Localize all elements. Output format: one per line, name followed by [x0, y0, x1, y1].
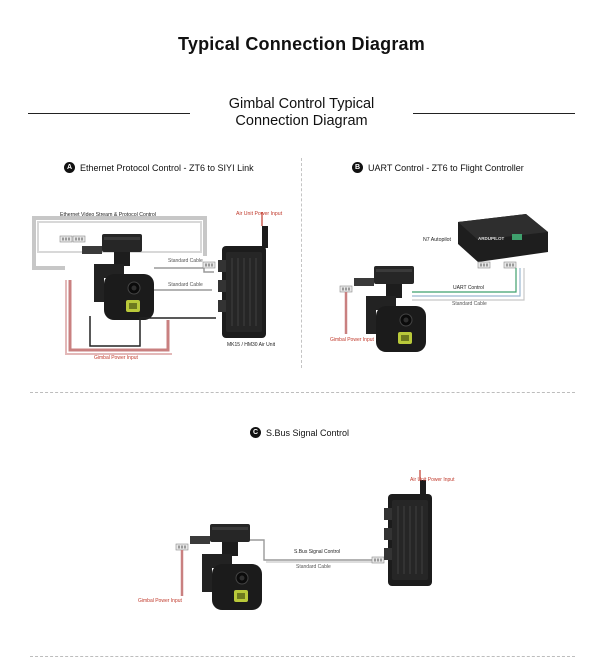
label-ethernet: Ethernet Video Stream & Protocol Control: [60, 212, 156, 218]
bottom-divider: [30, 656, 575, 657]
ethernet-cable-top: [34, 216, 207, 256]
label-gimbal-power-c: Gimbal Power Input: [138, 598, 183, 604]
uart-cable-gray: [412, 268, 525, 301]
panel-c-heading: C S.Bus Signal Control: [250, 427, 349, 438]
panel-c-heading-text: S.Bus Signal Control: [266, 427, 350, 438]
panel-b-heading-text: UART Control - ZT6 to Flight Controller: [368, 162, 524, 173]
section-rule-right: [413, 113, 575, 114]
gimbal-power-cable-a: [68, 280, 170, 352]
connector-plug: [371, 556, 385, 564]
panel-c-diagram: Air Unit Power Input S.Bus Signal Contro…: [138, 470, 455, 611]
label-standard-cable-a1: Standard Cable: [168, 258, 203, 264]
label-gimbal-power-a: Gimbal Power Input: [94, 355, 139, 361]
zt6-gimbal-c: [189, 523, 263, 611]
air-unit-c: [383, 493, 433, 587]
label-autopilot: N7 Autopilot: [423, 237, 452, 243]
section-title-line1: Gimbal Control Typical: [228, 96, 375, 112]
connector-plug: [339, 285, 353, 293]
connector-plug: [503, 261, 517, 269]
label-air-power-a: Air Unit Power Input: [236, 211, 283, 217]
panel-a-badge: A: [64, 162, 75, 173]
uart-cable-blue: [412, 268, 521, 297]
zt6-gimbal-a: [81, 233, 155, 321]
panel-a-diagram: Ethernet Video Stream & Protocol Control…: [32, 211, 283, 361]
connector-plug: [175, 543, 189, 551]
sbus-cable: [250, 539, 372, 561]
connector-plug: [202, 261, 216, 269]
air-unit-antenna: [262, 226, 268, 248]
connector-plug: [59, 235, 73, 243]
label-gimbal-power-b: Gimbal Power Input: [330, 337, 375, 343]
connector-plug: [72, 235, 86, 243]
section-rule-left: [28, 113, 190, 114]
label-standard-cable-a2: Standard Cable: [168, 282, 203, 288]
standard-cable-a1: [154, 267, 214, 273]
panel-b-badge: B: [352, 162, 363, 173]
page-title: Typical Connection Diagram: [178, 34, 425, 54]
gimbal-power-cable-a-inner: [65, 280, 172, 355]
panel-b-heading: B UART Control - ZT6 to Flight Controlle…: [352, 162, 524, 173]
panel-a-heading-text: Ethernet Protocol Control - ZT6 to SIYI …: [80, 162, 254, 173]
label-air-power-c: Air Unit Power Input: [410, 477, 455, 483]
label-uart: UART Control: [453, 285, 484, 291]
air-unit-antenna-c: [420, 480, 426, 496]
autopilot-brand: ARDUPILOT: [478, 236, 504, 241]
panel-divider-vertical: [301, 158, 302, 368]
panel-b-diagram: ARDUPILOT N7 Autopilot UART Control Stan…: [330, 214, 548, 353]
section-title-line2: Connection Diagram: [235, 113, 368, 129]
label-standard-cable-b: Standard Cable: [452, 301, 487, 307]
panel-c-badge: C: [250, 427, 261, 438]
label-air-unit: MK15 / HM30 Air Unit: [227, 342, 276, 348]
panel-divider-horizontal: [30, 392, 575, 393]
uart-cable-green: [412, 268, 517, 293]
label-standard-cable-c: Standard Cable: [296, 564, 331, 570]
panel-a-heading: A Ethernet Protocol Control - ZT6 to SIY…: [64, 162, 254, 173]
label-sbus: S.Bus Signal Control: [294, 549, 340, 555]
connector-plug: [477, 261, 491, 269]
n7-autopilot: ARDUPILOT: [458, 214, 548, 262]
black-cable-a: [89, 316, 216, 347]
section-title: Gimbal Control Typical Connection Diagra…: [0, 96, 603, 130]
mk15-air-unit: [217, 245, 267, 339]
